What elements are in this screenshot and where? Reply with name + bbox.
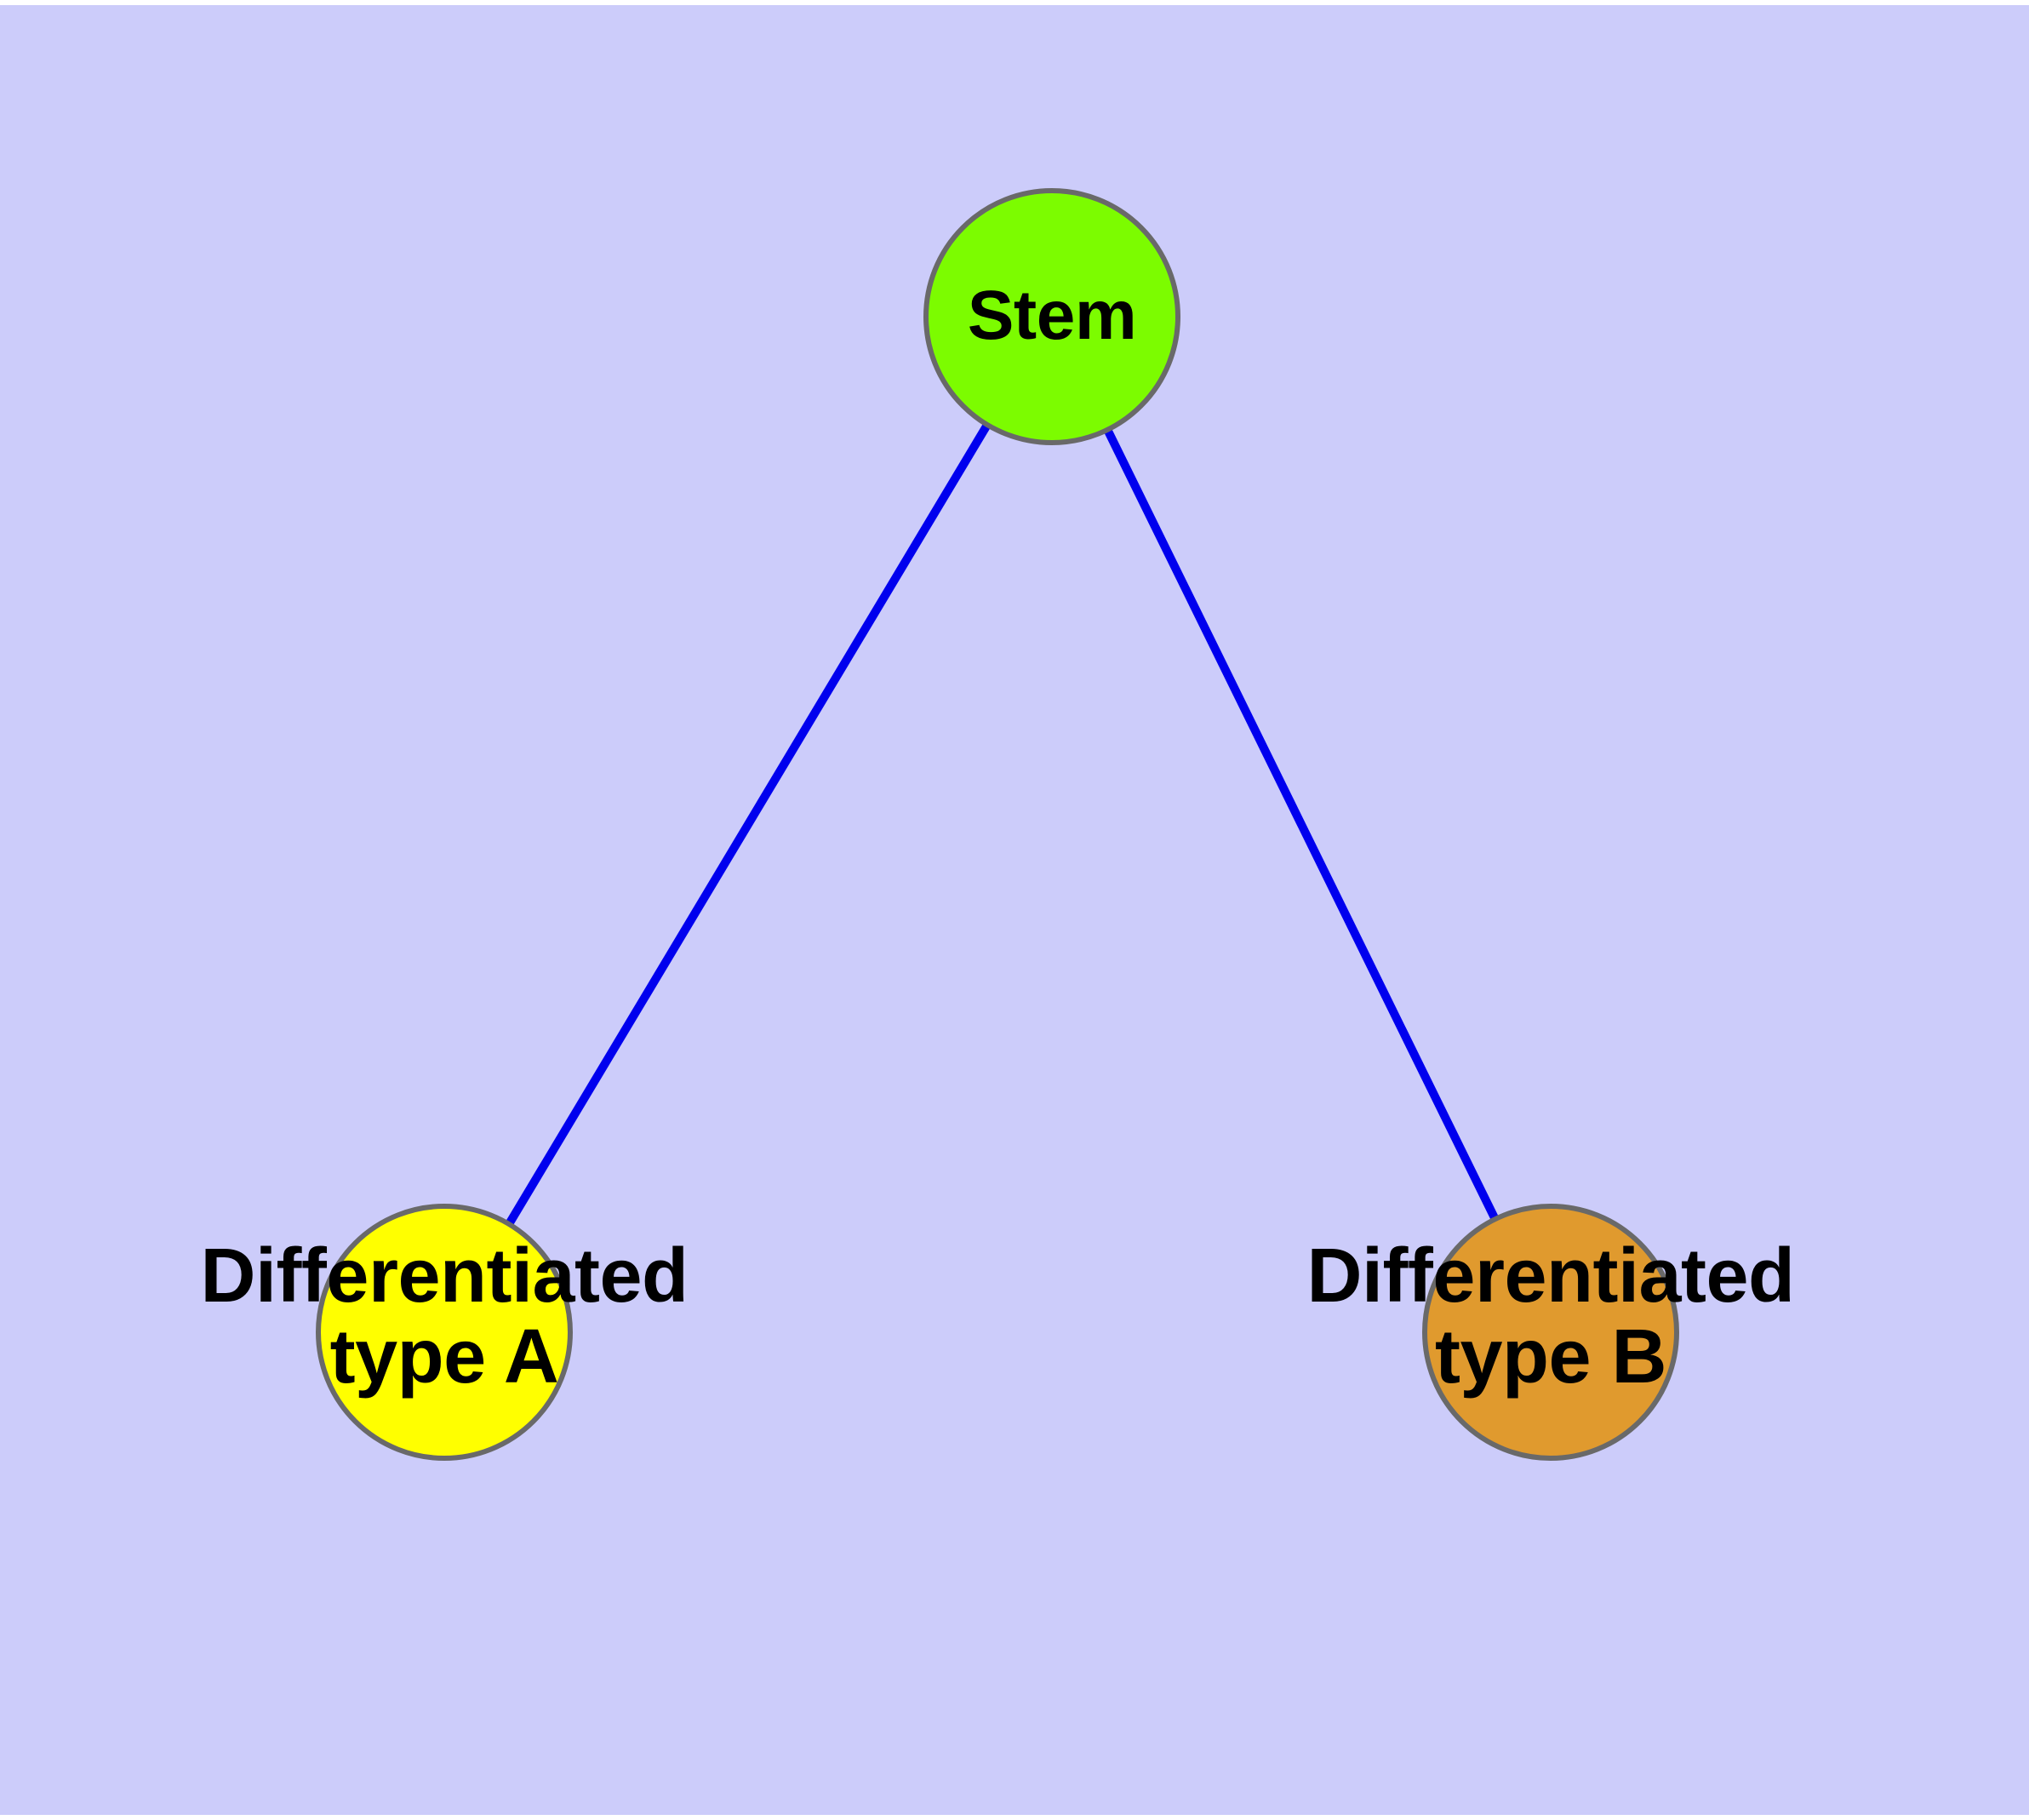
- node-stem[interactable]: [923, 188, 1180, 445]
- node-type-b[interactable]: [1422, 1204, 1679, 1461]
- edge-layer: [504, 421, 1500, 1228]
- node-type-a[interactable]: [316, 1204, 573, 1461]
- node-layer: [316, 188, 1679, 1461]
- edge-stem-to-type-b: [1102, 426, 1500, 1223]
- edge-stem-to-type-a: [504, 421, 992, 1228]
